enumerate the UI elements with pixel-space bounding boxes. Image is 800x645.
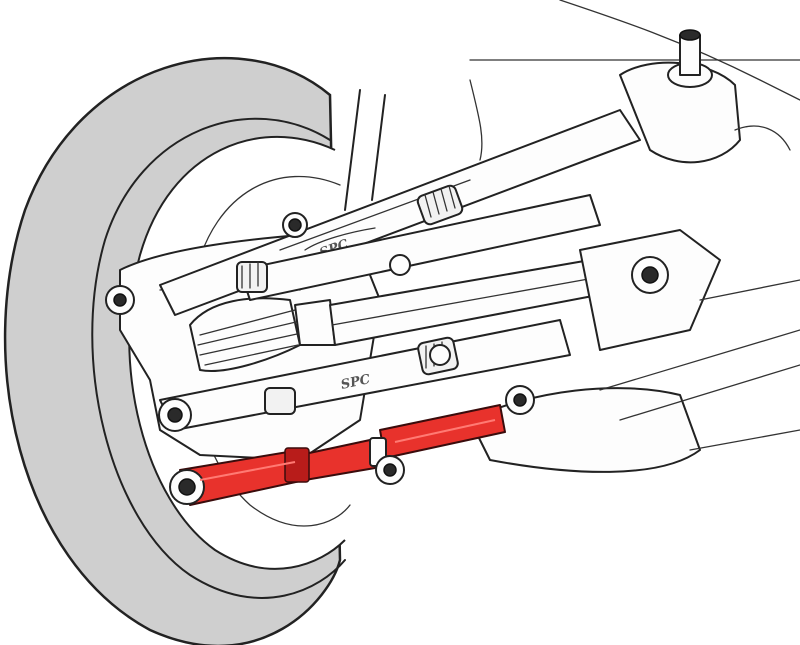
bolt-hardware [105, 254, 451, 366]
subframe [469, 229, 800, 473]
logo-text-lower: SPC [340, 372, 373, 393]
adjustable-toe-arm [169, 404, 506, 506]
strut-lines [344, 0, 800, 211]
middle-link [236, 194, 601, 301]
ball-joint [619, 29, 791, 164]
cv-boot [189, 297, 336, 372]
